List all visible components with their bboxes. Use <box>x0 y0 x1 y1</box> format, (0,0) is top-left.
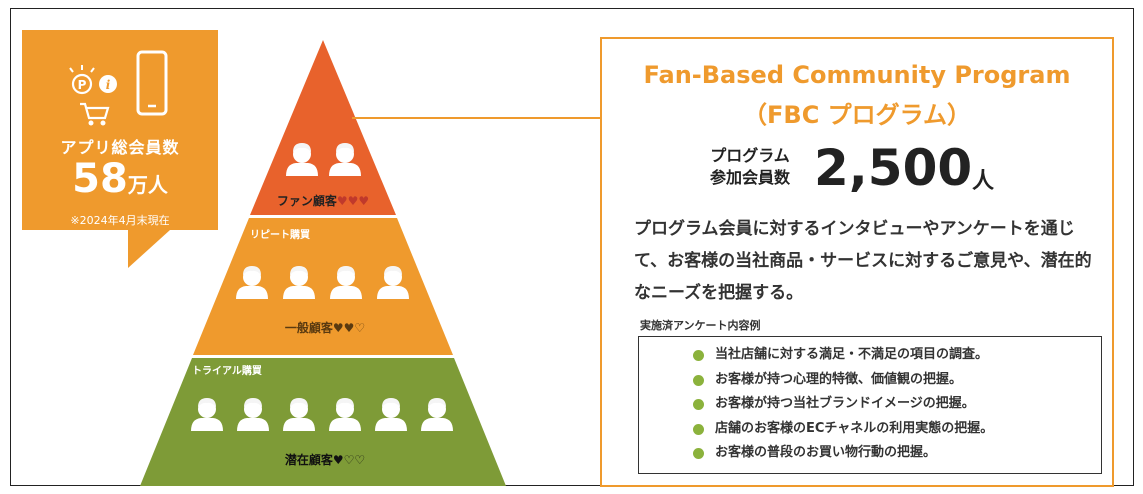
bullet-icon <box>693 374 704 386</box>
survey-item: お客様の普段のお買い物行動の把握。 <box>693 441 993 466</box>
points-coin-icon: P <box>69 65 95 95</box>
app-icons-group: P i <box>69 50 168 126</box>
potential-customer-label: 潜在顧客♥♡♡ <box>255 451 395 468</box>
program-members-label-line2: 参加会員数 <box>709 168 790 187</box>
info-icon: i <box>99 75 117 93</box>
shopping-cart-icon <box>80 102 110 126</box>
fbc-program-panel: Fan-Based Community Program （FBC プログラム） … <box>600 37 1114 487</box>
smartphone-icon <box>136 50 168 116</box>
survey-item: 当社店舗に対する満足・不満足の項目の調査。 <box>693 343 993 368</box>
survey-item-text: 当社店舗に対する満足・不満足の項目の調査。 <box>715 347 989 362</box>
program-members-label-line1: プログラム <box>710 146 790 165</box>
potential-customer-text: 潜在顧客 <box>284 453 333 467</box>
survey-item: 店舗のお客様のECチャネルの利用実態の把握。 <box>693 417 993 442</box>
program-description: プログラム会員に対するインタビューやアンケートを通じて、お客様の当社商品・サービ… <box>634 219 1092 303</box>
survey-list: 当社店舗に対する満足・不満足の項目の調査。 お客様が持つ心理的特徴、価値観の把握… <box>693 343 993 466</box>
survey-item: お客様が持つ当社ブランドイメージの把握。 <box>693 392 993 417</box>
app-members-unit: 万人 <box>127 173 168 197</box>
fan-customer-hearts: ♥♥♥ <box>336 194 370 208</box>
general-customer-text: 一般顧客 <box>284 321 333 335</box>
svg-text:P: P <box>78 78 87 92</box>
survey-item: お客様が持つ心理的特徴、価値観の把握。 <box>693 368 993 393</box>
general-customer-hearts: ♥♥♡ <box>332 321 366 335</box>
pyramid-tier-potential <box>140 358 506 486</box>
repeat-purchase-caption: リピート購買 <box>250 230 310 241</box>
bullet-icon <box>693 350 704 361</box>
program-title: Fan-Based Community Program <box>643 61 1071 89</box>
fan-customer-text: ファン顧客 <box>276 194 337 208</box>
survey-item-text: 店舗のお客様のECチャネルの利用実態の把握。 <box>715 420 994 436</box>
survey-caption: 実施済アンケート内容例 <box>640 319 761 332</box>
pyramid-tier-general <box>193 218 453 355</box>
pyramid-tier-fan <box>250 40 396 215</box>
survey-item-text: お客様が持つ当社ブランドイメージの把握。 <box>715 396 975 411</box>
app-members-count: 58万人 <box>22 156 218 202</box>
program-members-unit: 人 <box>972 169 995 194</box>
survey-item-text: お客様が持つ心理的特徴、価値観の把握。 <box>715 371 963 387</box>
connector-line <box>352 117 600 119</box>
as-of-date-note: ※2024年4月末現在 <box>70 214 170 227</box>
bullet-icon <box>693 448 704 459</box>
bullet-icon <box>693 399 704 410</box>
fan-customer-label: ファン顧客♥♥♥ <box>258 192 388 209</box>
svg-text:i: i <box>106 78 111 92</box>
program-subtitle: （FBC プログラム） <box>743 101 971 129</box>
survey-examples-box: 当社店舗に対する満足・不満足の項目の調査。 お客様が持つ心理的特徴、価値観の把握… <box>638 336 1102 474</box>
callout-tail <box>128 230 170 268</box>
app-members-callout: P i アプリ総会員数 58万人 ※2024年4月末現在 <box>22 30 218 230</box>
general-customer-label: 一般顧客♥♥♡ <box>255 319 395 336</box>
app-members-title: アプリ総会員数 <box>60 138 180 157</box>
trial-purchase-caption: トライアル購買 <box>192 366 262 377</box>
program-members-number: 2,500 <box>814 139 973 197</box>
potential-customer-hearts: ♥♡♡ <box>332 453 366 467</box>
survey-item-text: お客様の普段のお買い物行動の把握。 <box>715 445 937 460</box>
program-members-label: プログラム 参加会員数 <box>690 145 810 189</box>
bullet-icon <box>693 423 704 435</box>
app-members-number: 58 <box>72 156 128 202</box>
